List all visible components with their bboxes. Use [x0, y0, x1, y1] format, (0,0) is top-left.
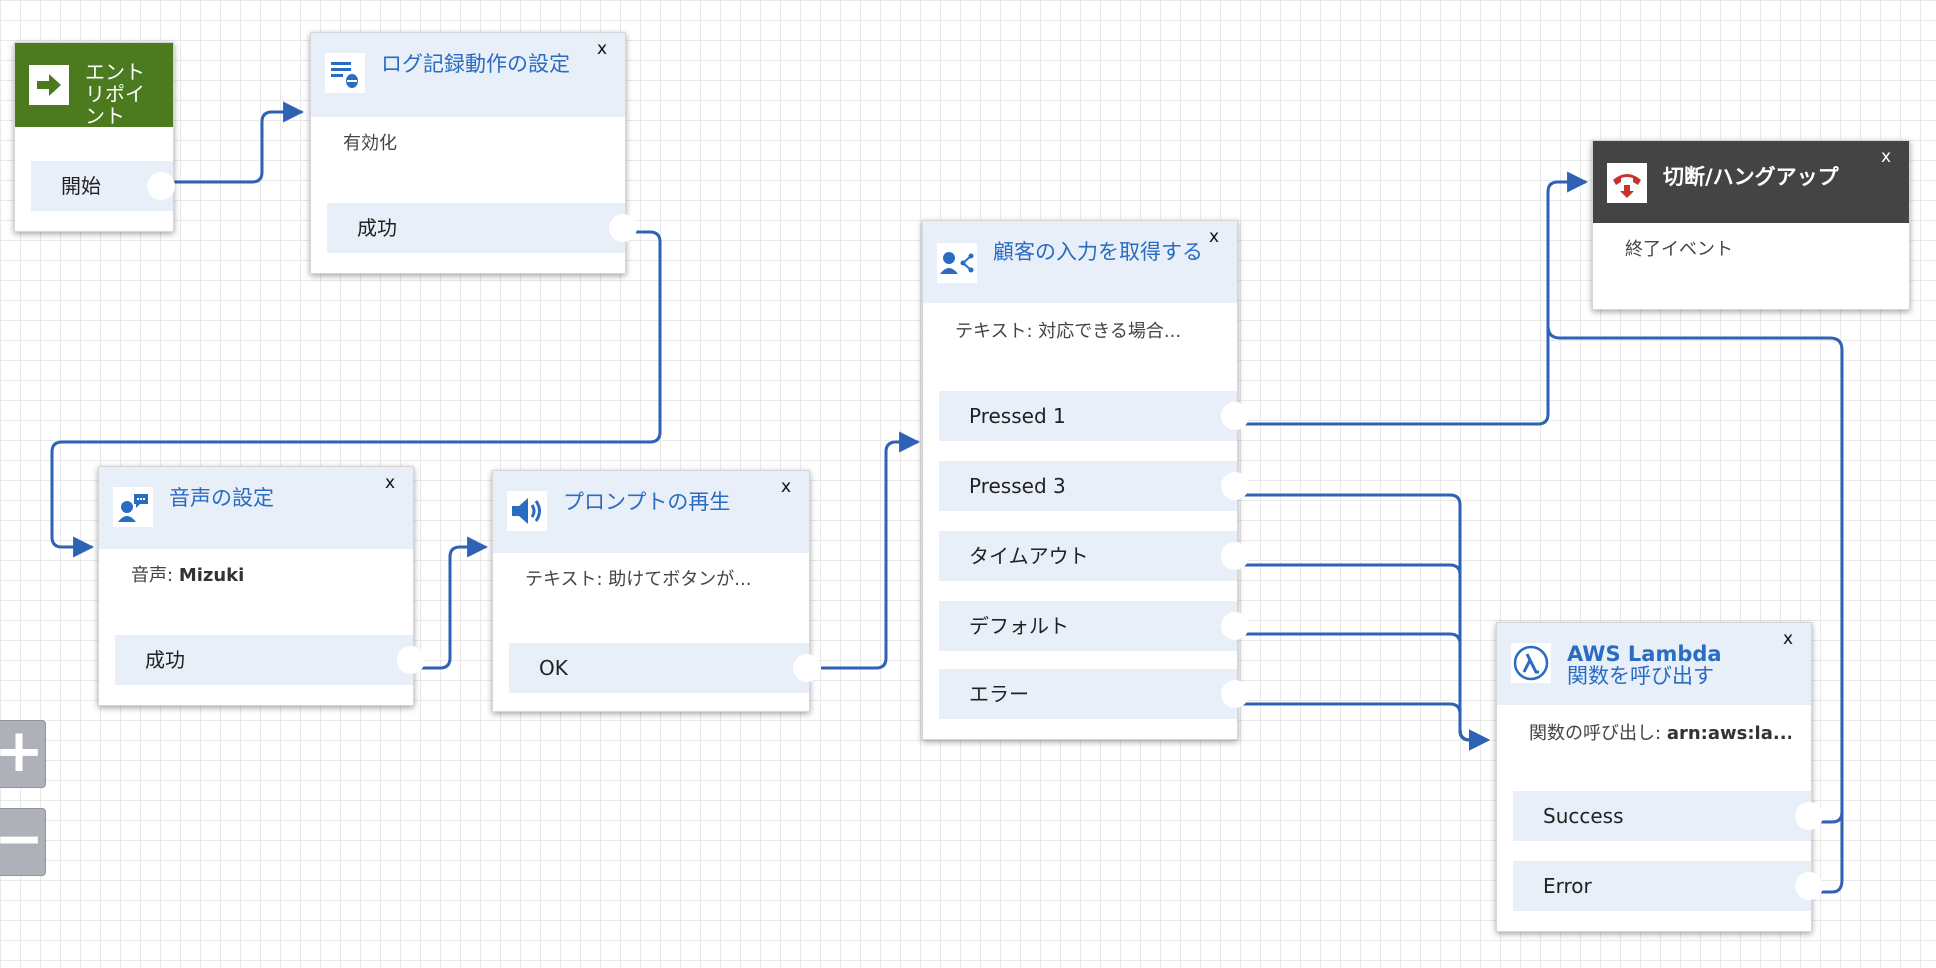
block-title: プロンプトの再生 [563, 490, 731, 514]
close-button[interactable]: x [1208, 227, 1219, 247]
block-description: テキスト: 対応できる場合... [955, 317, 1217, 343]
block-title: 切断/ハングアップ [1663, 165, 1839, 189]
close-button[interactable]: x [780, 477, 791, 497]
block-title: ログ記録動作の設定 [381, 52, 570, 76]
desc-value: Mizuki [178, 565, 245, 586]
block-title-line-2: 関数を呼び出す [1567, 664, 1714, 688]
connector-pressed1-disconnect [1232, 171, 1589, 426]
port-label: Error [1543, 874, 1592, 898]
input-port-pressed-1[interactable]: Pressed 1 [939, 391, 1249, 441]
desc-label: 関数の呼び出し: [1529, 723, 1662, 744]
disconnect-block[interactable]: 切断/ハングアップ x 終了イベント [1592, 140, 1910, 310]
close-button[interactable]: x [384, 473, 395, 493]
port-connector-dot[interactable] [1221, 612, 1249, 640]
block-description: 関数の呼び出し: arn:aws:la... [1529, 719, 1791, 745]
port-connector-dot[interactable] [1221, 402, 1249, 430]
port-connector-dot[interactable] [1221, 680, 1249, 708]
block-description: 有効化 [343, 133, 397, 154]
arrow-right-icon [29, 65, 69, 105]
port-label: 開始 [61, 174, 101, 198]
zoom-out-button[interactable]: − [0, 808, 46, 876]
desc-label: 音声: [131, 565, 174, 586]
phone-hangup-icon [1607, 163, 1647, 203]
entry-point-title: エントリポイント [85, 60, 145, 127]
customer-input-icon [937, 243, 977, 283]
connector-error-lambda [1232, 702, 1491, 751]
port-connector-dot[interactable] [1221, 542, 1249, 570]
port-connector-dot[interactable] [397, 646, 425, 674]
voice-port-success[interactable]: 成功 [115, 635, 425, 685]
desc-label: テキスト: [525, 569, 603, 590]
desc-value: arn:aws:la... [1666, 723, 1791, 744]
entry-point-block[interactable]: エントリポイント 開始 [14, 42, 175, 232]
port-label: Success [1543, 804, 1624, 828]
block-header: 切断/ハングアップ x [1593, 141, 1909, 223]
close-button[interactable]: x [1880, 147, 1891, 167]
port-label: 成功 [145, 648, 185, 672]
input-port-error[interactable]: エラー [939, 669, 1249, 719]
entry-port-start[interactable]: 開始 [31, 161, 175, 211]
voice-icon [113, 487, 153, 527]
block-header: プロンプトの再生 x [493, 471, 809, 553]
prompt-port-ok[interactable]: OK [509, 643, 821, 693]
block-header: ログ記録動作の設定 x [311, 33, 625, 117]
port-label: Pressed 3 [969, 474, 1066, 498]
block-title: AWS Lambda 関数を呼び出す [1567, 643, 1777, 687]
connector-entry-logging [170, 101, 305, 184]
aws-lambda-block[interactable]: AWS Lambda 関数を呼び出す x 関数の呼び出し: arn:aws:la… [1496, 622, 1823, 932]
logging-block[interactable]: ログ記録動作の設定 x 有効化 成功 [310, 32, 637, 274]
connector-default-lambda [1232, 632, 1491, 751]
desc-value: 対応できる場合... [1038, 321, 1182, 342]
close-button[interactable]: x [1782, 629, 1793, 649]
block-title: 音声の設定 [169, 486, 274, 510]
connector-timeout-lambda [1232, 563, 1491, 751]
block-header: 顧客の入力を取得する x [923, 221, 1237, 303]
desc-label: テキスト: [955, 321, 1033, 342]
input-port-pressed-3[interactable]: Pressed 3 [939, 461, 1249, 511]
block-title-line-1: AWS Lambda [1567, 642, 1722, 666]
port-connector-dot[interactable] [1221, 472, 1249, 500]
lambda-icon [1511, 643, 1551, 683]
speaker-icon [507, 491, 547, 531]
block-description: テキスト: 助けてボタンが... [525, 565, 789, 591]
get-customer-input-block[interactable]: 顧客の入力を取得する x テキスト: 対応できる場合... Pressed 1 … [922, 220, 1249, 740]
block-header: AWS Lambda 関数を呼び出す x [1497, 623, 1811, 705]
input-port-timeout[interactable]: タイムアウト [939, 531, 1249, 581]
connector-pressed3-lambda [1232, 493, 1491, 751]
input-port-default[interactable]: デフォルト [939, 601, 1249, 651]
zoom-in-button[interactable]: + [0, 720, 46, 788]
port-label: 成功 [357, 216, 397, 240]
connector-prompt-input [806, 431, 921, 670]
port-connector-dot[interactable] [1795, 802, 1823, 830]
port-label: タイムアウト [969, 544, 1089, 568]
entry-point-header: エントリポイント [15, 43, 173, 127]
block-title: 顧客の入力を取得する [993, 240, 1203, 264]
port-label: デフォルト [969, 614, 1069, 638]
port-connector-dot[interactable] [1795, 872, 1823, 900]
port-label: OK [539, 656, 568, 680]
port-connector-dot[interactable] [609, 214, 637, 242]
port-label: エラー [969, 682, 1029, 706]
logging-port-success[interactable]: 成功 [327, 203, 637, 253]
lambda-port-error[interactable]: Error [1513, 861, 1823, 911]
desc-value: 助けてボタンが... [608, 569, 752, 590]
block-description: 終了イベント [1625, 239, 1733, 260]
prompt-block[interactable]: プロンプトの再生 x テキスト: 助けてボタンが... OK [492, 470, 821, 712]
lambda-port-success[interactable]: Success [1513, 791, 1823, 841]
port-connector-dot[interactable] [147, 172, 175, 200]
log-settings-icon [325, 53, 365, 93]
voice-block[interactable]: 音声の設定 x 音声: Mizuki 成功 [98, 466, 425, 706]
port-label: Pressed 1 [969, 404, 1066, 428]
close-button[interactable]: x [596, 39, 607, 59]
block-description: 音声: Mizuki [131, 561, 393, 587]
port-connector-dot[interactable] [793, 654, 821, 682]
block-header: 音声の設定 x [99, 467, 413, 549]
